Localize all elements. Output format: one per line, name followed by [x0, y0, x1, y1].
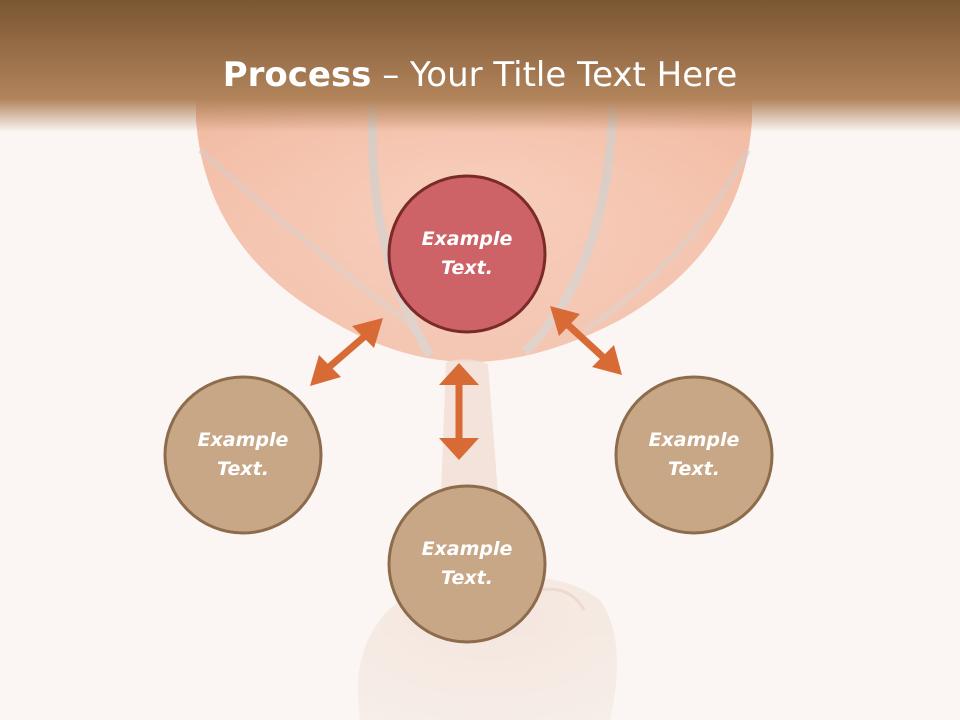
arrow-center-vertical	[439, 363, 479, 460]
node-bottom-label: Example Text.	[421, 538, 513, 589]
node-top-label: Example Text.	[421, 228, 513, 279]
node-left-label: Example Text.	[197, 429, 289, 480]
node-left-circle	[163, 375, 323, 535]
arrow-top-right	[550, 306, 622, 375]
arrow-top-left	[310, 318, 383, 386]
node-right-circle	[614, 375, 774, 535]
header-band	[0, 0, 960, 132]
title-bold: Process	[222, 55, 372, 95]
title-rest: – Your Title Text Here	[371, 55, 738, 95]
node-right-label: Example Text.	[648, 429, 740, 480]
node-bottom-circle	[387, 484, 547, 644]
node-top-circle	[387, 174, 547, 334]
page-title: Process – Your Title Text Here	[0, 52, 960, 98]
